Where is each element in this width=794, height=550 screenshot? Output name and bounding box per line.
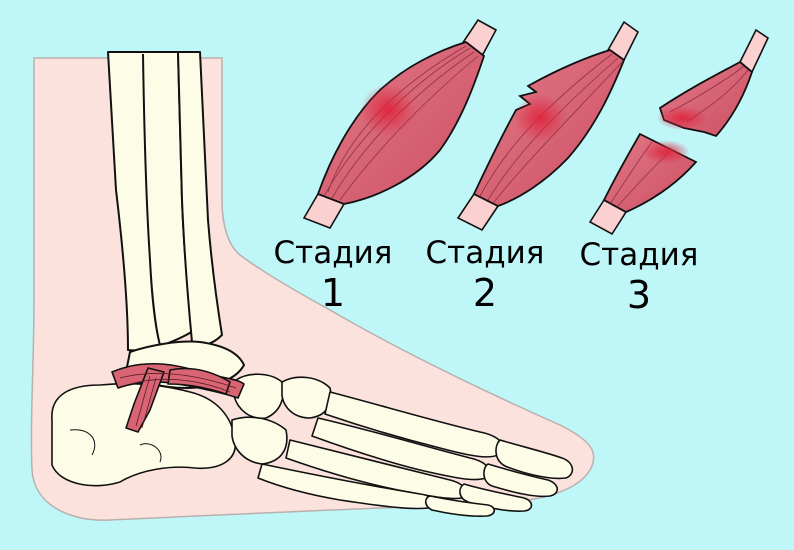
stage-2-bruise [514,94,566,142]
calcaneus-texture [69,429,162,463]
toe-1 [495,439,574,480]
stage-2-word: Стадия [425,235,545,271]
stage-1-bruise [360,84,416,136]
stage-1-word: Стадия [273,235,393,271]
stage-label-2: Стадия 2 [420,235,550,315]
navicular [233,373,284,420]
stage-3-word: Стадия [579,237,699,273]
muscle-stage-2 [456,20,640,232]
stage-3-lower-bruise [642,140,690,164]
toe-5 [424,495,496,517]
foot-bones [51,373,574,517]
muscle-stage-3 [588,28,770,236]
muscle-stage-1 [302,18,498,229]
stage-label-3: Стадия 3 [574,237,704,317]
stage-1-number: 1 [320,270,346,315]
tibia-inner-line [142,53,161,346]
stage-2-number: 2 [472,270,498,315]
stage-3-number: 3 [626,272,652,317]
stage-3-upper-bruise [656,106,708,130]
ankle-ligaments [111,362,245,433]
toe-2 [483,463,559,498]
stage-label-1: Стадия 1 [268,235,398,315]
leg-bones [107,51,245,389]
cuboid [231,416,288,465]
